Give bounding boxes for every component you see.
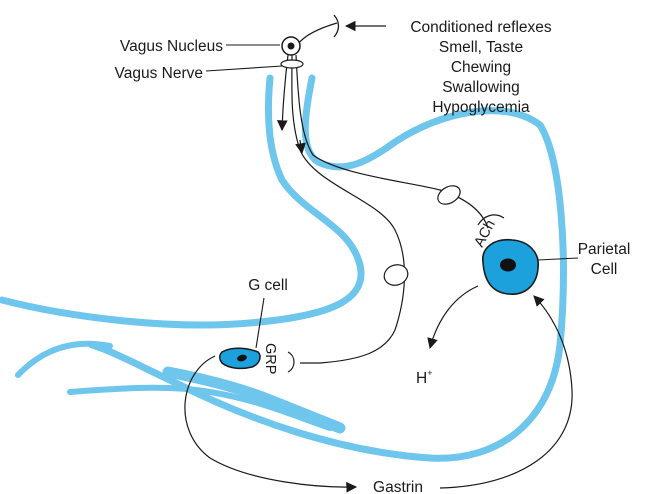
h-plus-sup: + [427,368,432,378]
stimuli-swallowing: Swallowing [442,79,520,96]
enteric-ganglion-lower [381,261,410,288]
vagus-nucleus-icon [282,37,300,55]
stimuli-synapse-arc [334,15,339,37]
stimuli-chewing: Chewing [451,59,511,76]
h-plus-label: H+ [416,368,432,387]
g-cell-label: G cell [248,277,288,294]
stimuli-smell-taste: Smell, Taste [439,39,523,56]
parietal-cell-label-line1: Parietal [578,241,631,258]
enteric-ganglion-upper [435,182,464,208]
stimuli-hypoglycemia: Hypoglycemia [432,99,530,116]
grp-synapse-arc [288,352,294,372]
vagus-nerve-leader [206,66,282,71]
vagus-nerve-ganglion [281,60,303,68]
h-plus-base: H [416,370,427,387]
g-cell-icon [220,348,260,368]
gastrin-label: Gastrin [373,479,423,494]
stimuli-conditioned-reflexes: Conditioned reflexes [410,19,552,36]
stimuli-input-line [298,23,337,44]
h-plus-arrow [430,286,478,348]
stomach-outline [2,78,563,458]
vagus-nerve-label: Vagus Nerve [115,65,203,82]
parietal-cell-icon [483,240,538,294]
parietal-cell-leader [538,258,578,260]
vagus-nucleus-label: Vagus Nucleus [120,38,223,55]
grp-label: GRP [262,343,278,374]
parietal-cell-label-line2: Cell [591,261,618,278]
